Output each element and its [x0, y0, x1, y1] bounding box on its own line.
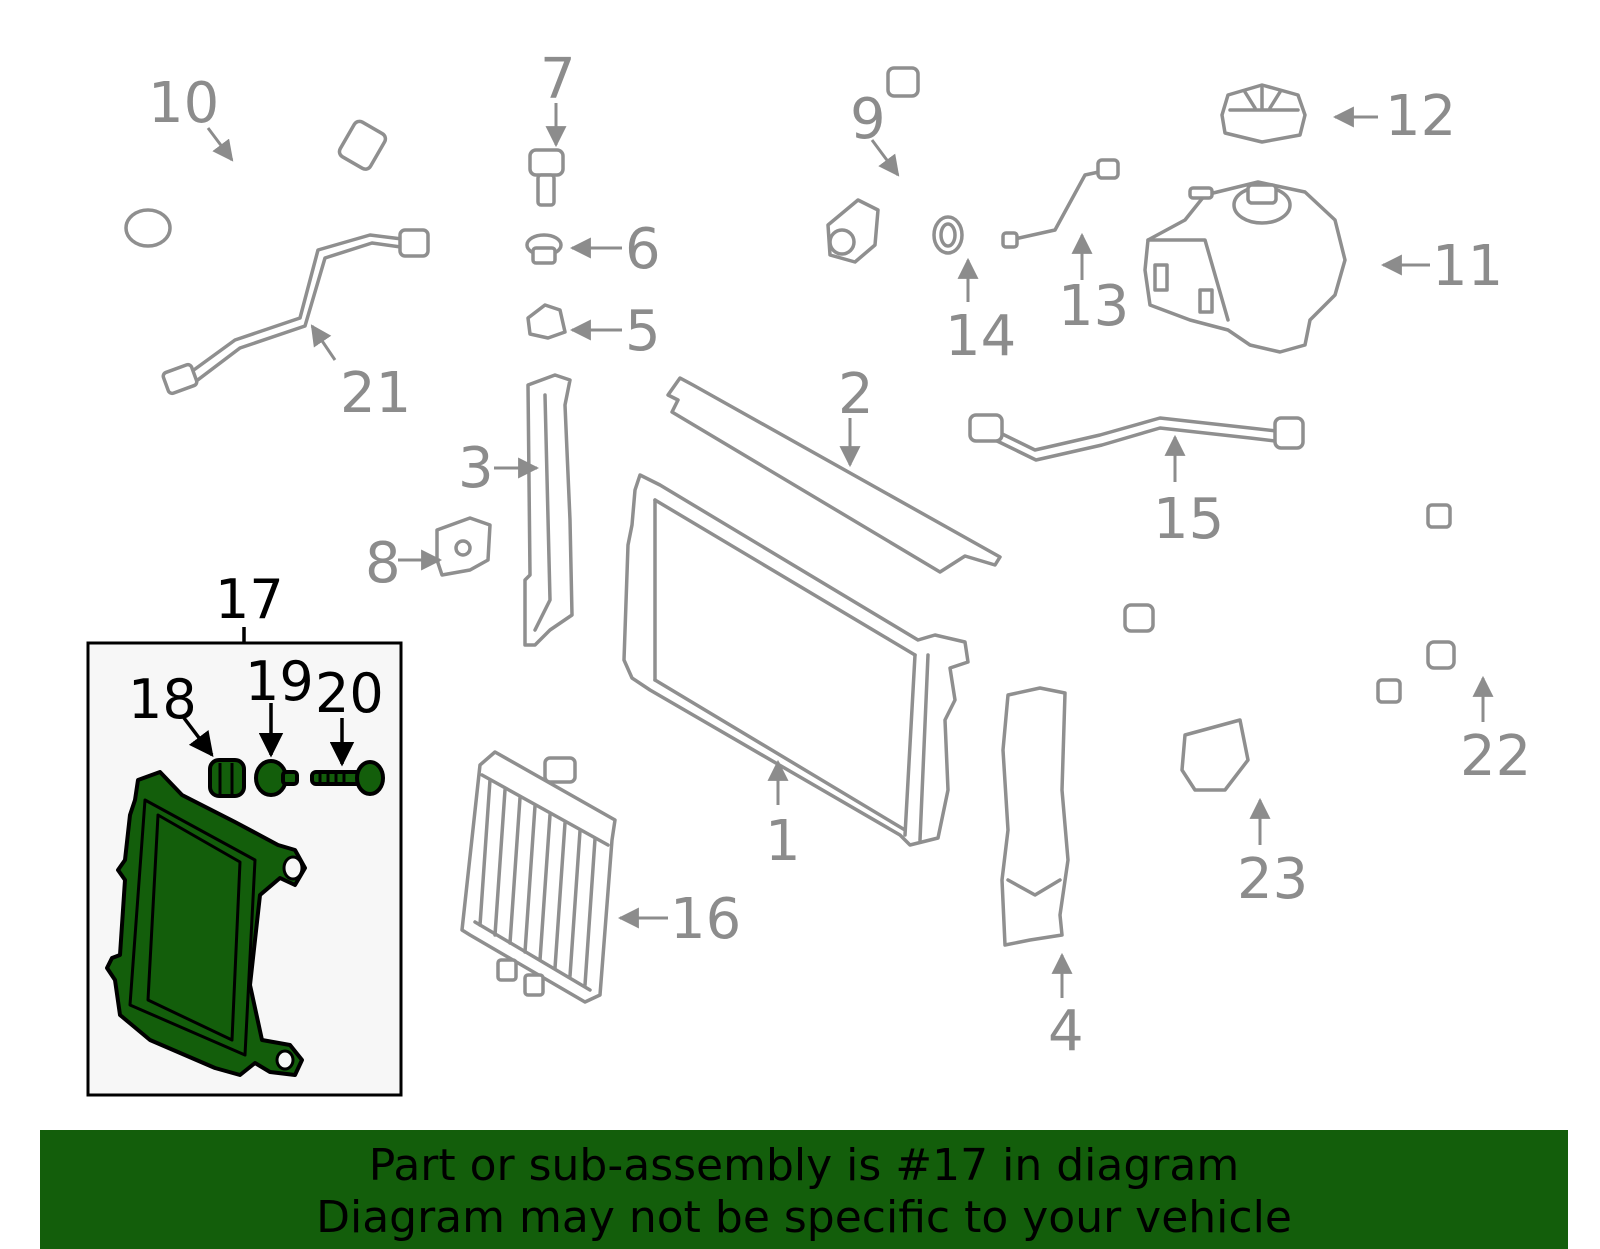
part-9-coolant-hose[interactable]	[826, 66, 955, 264]
callout-22: 22	[1460, 724, 1531, 789]
part-3-air-guide[interactable]	[523, 373, 574, 647]
callout-6: 6	[625, 217, 661, 282]
part-6-washer[interactable]	[525, 233, 563, 265]
part-23-hose-assembly[interactable]	[1116, 603, 1402, 792]
part-5-grommet[interactable]	[526, 303, 567, 340]
callout-18: 18	[128, 668, 197, 731]
callout-2: 2	[838, 362, 874, 427]
banner-line-1: Part or sub-assembly is #17 in diagram	[368, 1140, 1240, 1191]
callout-19: 19	[245, 650, 314, 713]
callout-9: 9	[850, 87, 886, 152]
callout-20: 20	[315, 662, 384, 725]
callout-labels: 10 7 6 5 21 3 8 2 1 4 9 14 13 12 11 15 2…	[128, 47, 1531, 1064]
callout-14: 14	[945, 304, 1016, 369]
part-21-lower-hose[interactable]	[161, 228, 430, 396]
part-18-grommet[interactable]	[208, 758, 246, 798]
banner-line-2: Diagram may not be specific to your vehi…	[316, 1192, 1292, 1243]
part-19-pin[interactable]	[254, 759, 299, 797]
part-1-radiator[interactable]	[622, 473, 970, 847]
callout-7: 7	[540, 47, 576, 112]
callout-1: 1	[765, 809, 801, 874]
part-12-cap[interactable]	[1220, 83, 1307, 144]
part-7-bolt[interactable]	[528, 148, 565, 207]
callout-4: 4	[1048, 999, 1084, 1064]
part-22-hose[interactable]	[1426, 503, 1488, 670]
callout-21: 21	[340, 361, 411, 426]
info-banner: Part or sub-assembly is #17 in diagram D…	[40, 1130, 1568, 1249]
part-4-air-guide[interactable]	[1000, 686, 1070, 947]
part-8-bracket[interactable]	[435, 516, 492, 577]
part-17-inset[interactable]	[86, 627, 403, 1097]
callout-16: 16	[670, 887, 741, 952]
callout-23: 23	[1237, 847, 1308, 912]
callout-5: 5	[625, 299, 661, 364]
callout-12: 12	[1385, 84, 1456, 149]
part-20-bolt[interactable]	[310, 760, 385, 796]
callout-10: 10	[148, 71, 219, 136]
callout-8: 8	[365, 531, 401, 596]
callout-3: 3	[458, 436, 494, 501]
part-13-vent-line[interactable]	[1001, 158, 1120, 249]
callout-11: 11	[1432, 234, 1503, 299]
part-10-upper-hose[interactable]	[124, 100, 388, 248]
part-2-top-seal[interactable]	[666, 376, 1002, 574]
callout-17: 17	[215, 568, 284, 631]
callout-15: 15	[1153, 487, 1224, 552]
callout-13: 13	[1058, 274, 1129, 339]
part-15-coolant-line[interactable]	[968, 413, 1305, 462]
part-14-clamp[interactable]	[932, 215, 964, 255]
leader-arrows	[182, 103, 1494, 998]
part-11-expansion-tank[interactable]	[1143, 180, 1347, 354]
part-16-heater-core[interactable]	[460, 750, 617, 1004]
